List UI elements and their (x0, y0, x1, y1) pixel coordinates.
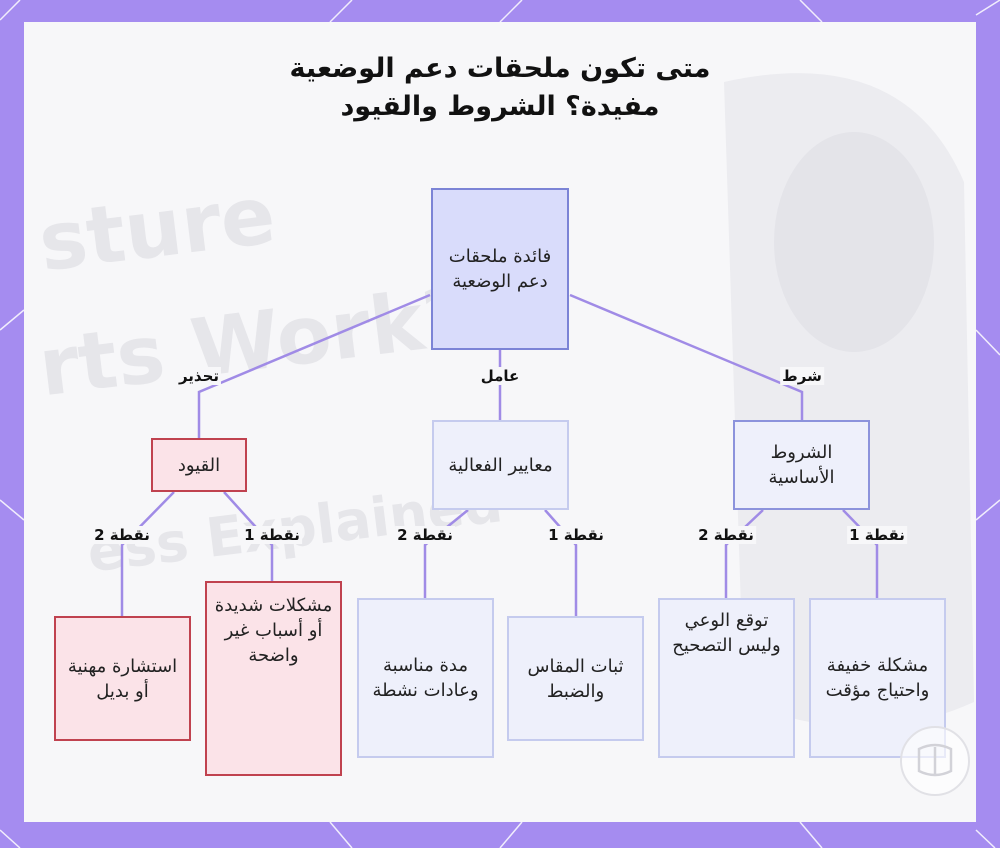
edge-restrictions-severe (223, 491, 274, 581)
severe-node: مشكلات شديدة أو أسباب غير واضحة (205, 581, 342, 776)
edge-restrictions-consult (120, 491, 175, 616)
edge-effectiveness-duration (423, 509, 469, 598)
awareness-node: توقع الوعي وليس التصحيح (658, 598, 795, 758)
edge-root-conditions (569, 293, 804, 420)
brand-logo-icon (900, 726, 970, 796)
edge-label-point1-conditions: نقطة 1 (847, 526, 907, 544)
edge-label-point2-conditions: نقطة 2 (696, 526, 756, 544)
title-line-1: متى تكون ملحقات دعم الوضعية (289, 53, 711, 84)
duration-node: مدة مناسبة وعادات نشطة (357, 598, 494, 758)
edge-conditions-mild (842, 509, 879, 598)
edge-effectiveness-fit (544, 509, 578, 616)
edge-label-condition: شرط (780, 367, 824, 385)
consult-node: استشارة مهنية أو بديل (54, 616, 191, 741)
watermark-image (724, 73, 974, 728)
edge-label-point1-effectiveness: نقطة 1 (546, 526, 606, 544)
edge-label-point2-effectiveness: نقطة 2 (395, 526, 455, 544)
conditions-node: الشروط الأساسية (733, 420, 870, 510)
title-line-2: مفيدة؟ الشروط والقيود (340, 91, 660, 122)
edge-conditions-awareness (724, 509, 764, 598)
root-node: فائدة ملحقات دعم الوضعية (431, 188, 569, 350)
edge-root-restrictions (197, 293, 431, 438)
effectiveness-node: معايير الفعالية (432, 420, 569, 510)
fit-node: ثبات المقاس والضبط (507, 616, 644, 741)
diagram-title: متى تكون ملحقات دعم الوضعية مفيدة؟ الشرو… (0, 50, 1000, 126)
edge-label-factor: عامل (478, 367, 522, 385)
restrictions-node: القيود (151, 438, 247, 492)
edge-label-point1-restrictions: نقطة 1 (242, 526, 302, 544)
edge-label-warning: تحذير (176, 367, 222, 385)
edge-label-point2-restrictions: نقطة 2 (92, 526, 152, 544)
